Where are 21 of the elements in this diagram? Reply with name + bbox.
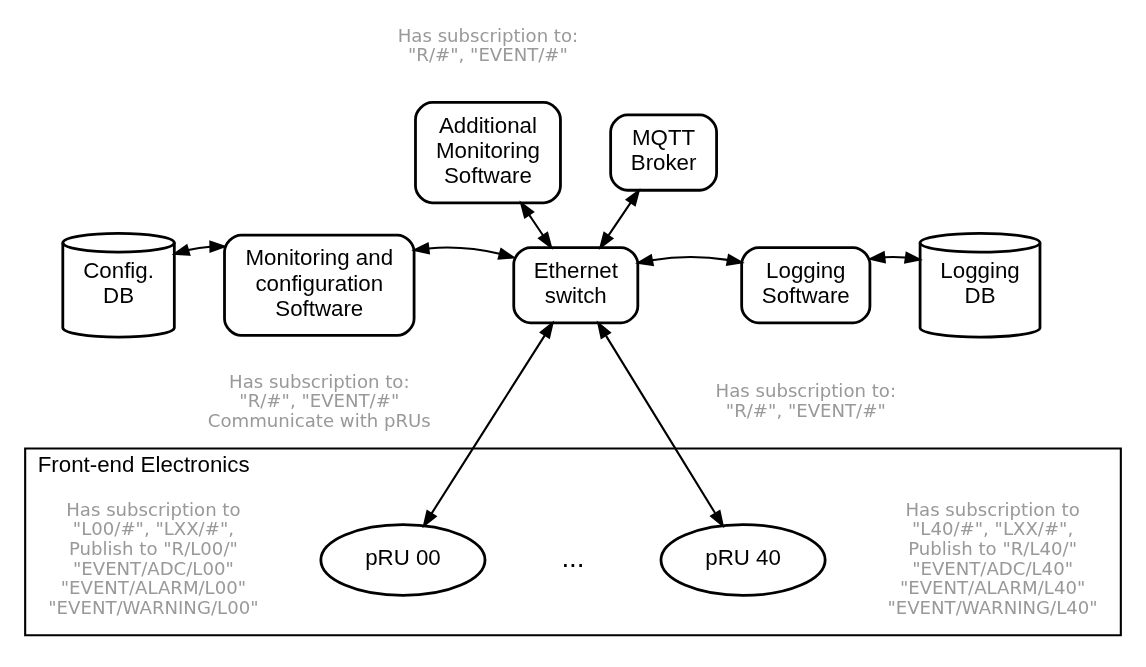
node-box: MQTT Broker xyxy=(609,113,718,192)
node-box: Ethernet switch xyxy=(512,245,640,324)
label: ... xyxy=(561,541,585,573)
arrow xyxy=(171,239,228,256)
node-ellipse: pRU 00 xyxy=(319,522,487,597)
arrow xyxy=(519,199,553,250)
arrow xyxy=(598,187,641,250)
arrow xyxy=(635,253,745,266)
node-label: Has subscription to "L40/#", "LXX/#", Publish to "R/L40/" "EVENT/ADC/L40" "EVENT/ALARM/L40" "EVENT/WARNING/L40" xyxy=(887,498,1098,618)
arrow xyxy=(596,320,725,528)
node-box: Additional Monitoring Software xyxy=(414,100,562,204)
node-label: Has subscription to "L00/#", "LXX/#", Publish to "R/L00/" "EVENT/ADC/L00" "EVENT/ALARM/L00" "EVENT/WARNING/L00" xyxy=(48,498,259,618)
node-label: Has subscription to: "R/#", "EVENT/#" xyxy=(397,24,579,65)
node-box: Logging Software xyxy=(740,245,872,324)
arrow xyxy=(422,320,555,528)
node-box: Monitoring and configuration Software xyxy=(223,233,416,337)
arrow xyxy=(411,241,517,260)
arrow xyxy=(867,250,923,264)
node-ellipse: pRU 40 xyxy=(659,522,827,597)
node-label: Has subscription to: "R/#", "EVENT/#" Communicate with pRUs xyxy=(207,370,431,431)
node-label: Has subscription to: "R/#", "EVENT/#" xyxy=(715,379,896,421)
